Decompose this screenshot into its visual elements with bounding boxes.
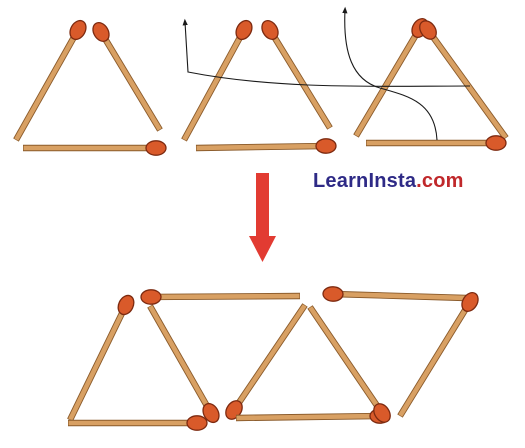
- matchstick-shaft: [154, 293, 300, 300]
- matchstick-shaft: [236, 413, 377, 421]
- matchstick: [68, 415, 208, 431]
- matchstick-shaft: [68, 307, 127, 421]
- matchstick: [13, 19, 87, 142]
- matchstick: [397, 292, 479, 418]
- matchstick-shaft: [182, 32, 245, 141]
- match-head: [140, 289, 162, 305]
- matchstick-shaft: [234, 304, 307, 408]
- match-head: [419, 20, 437, 40]
- matchstick-shaft: [14, 32, 79, 141]
- arrow-head: [249, 236, 276, 262]
- match-head: [373, 403, 391, 423]
- move-paths-layer: [182, 6, 471, 141]
- matchstick: [147, 304, 220, 424]
- match-head: [485, 135, 507, 151]
- matchstick: [322, 286, 467, 302]
- matchsticks-layer: [13, 17, 509, 431]
- learninsta-watermark: LearnInsta.com: [313, 170, 464, 193]
- arrow-down-icon: [249, 173, 276, 262]
- curved-arrow-icon: [182, 18, 471, 87]
- matchstick: [366, 135, 507, 151]
- matchstick-shaft: [101, 34, 162, 131]
- matchstick-shaft: [148, 305, 212, 411]
- matchstick: [67, 294, 135, 422]
- match-head: [322, 286, 344, 302]
- match-head: [69, 19, 87, 41]
- matchstick: [23, 140, 167, 156]
- match-head: [261, 20, 279, 40]
- match-head: [461, 292, 479, 312]
- match-head: [117, 294, 135, 316]
- match-head: [186, 415, 208, 431]
- matchstick: [353, 17, 429, 138]
- matchstick: [235, 408, 391, 424]
- matchstick: [419, 20, 509, 140]
- matchstick-shaft: [308, 306, 382, 411]
- matchstick: [225, 303, 308, 420]
- match-head: [92, 22, 110, 42]
- matchstick-shaft: [354, 30, 420, 137]
- curved-arrow-icon: [342, 6, 438, 141]
- match-head: [235, 19, 253, 41]
- matchstick: [261, 20, 333, 130]
- matchstick-shaft: [196, 143, 323, 151]
- matchstick: [307, 305, 391, 423]
- matchstick-shaft: [270, 32, 332, 129]
- match-head: [315, 138, 337, 154]
- matchstick-shaft: [336, 291, 466, 301]
- match-head: [202, 402, 220, 424]
- matchstick-shaft: [428, 31, 508, 139]
- matchstick-shaft: [398, 304, 470, 417]
- match-head: [225, 400, 243, 420]
- match-head: [145, 140, 167, 156]
- matchstick: [92, 22, 163, 132]
- matchstick: [140, 289, 301, 305]
- transform-arrow-layer: [249, 173, 276, 262]
- watermark-domain-text: .com: [416, 170, 464, 192]
- watermark-main-text: LearnInsta: [313, 170, 417, 192]
- matchstick: [181, 19, 253, 142]
- matchstick: [195, 138, 337, 154]
- arrow-shaft: [256, 173, 269, 239]
